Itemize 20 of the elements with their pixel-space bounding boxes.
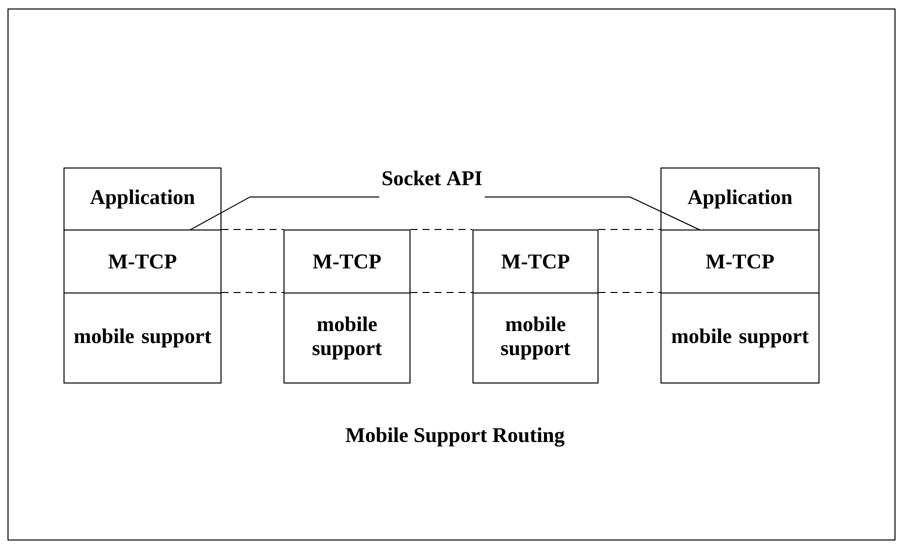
leader-line — [484, 196, 700, 230]
layer-box: M-TCP — [64, 230, 222, 294]
connector-line — [410, 229, 473, 230]
connector-line — [221, 229, 284, 230]
caption-label: Mobile Support Routing — [346, 427, 564, 447]
layer-box: mobile support — [660, 292, 820, 384]
layer-box: M-TCP — [660, 230, 820, 294]
socket-api-label: Socket API — [382, 170, 482, 186]
connector-line — [221, 292, 284, 293]
layer-box: Application — [660, 168, 820, 230]
leader-line — [190, 196, 380, 230]
layer-box: mobile support — [472, 292, 598, 384]
connector-line — [598, 229, 661, 230]
layer-box: M-TCP — [284, 230, 410, 294]
connector-line — [410, 292, 473, 293]
layer-box: mobile support — [284, 292, 410, 384]
layer-box: mobile support — [64, 292, 222, 384]
layer-box: M-TCP — [472, 230, 598, 294]
connector-line — [598, 292, 661, 293]
layer-box: Application — [64, 168, 222, 230]
